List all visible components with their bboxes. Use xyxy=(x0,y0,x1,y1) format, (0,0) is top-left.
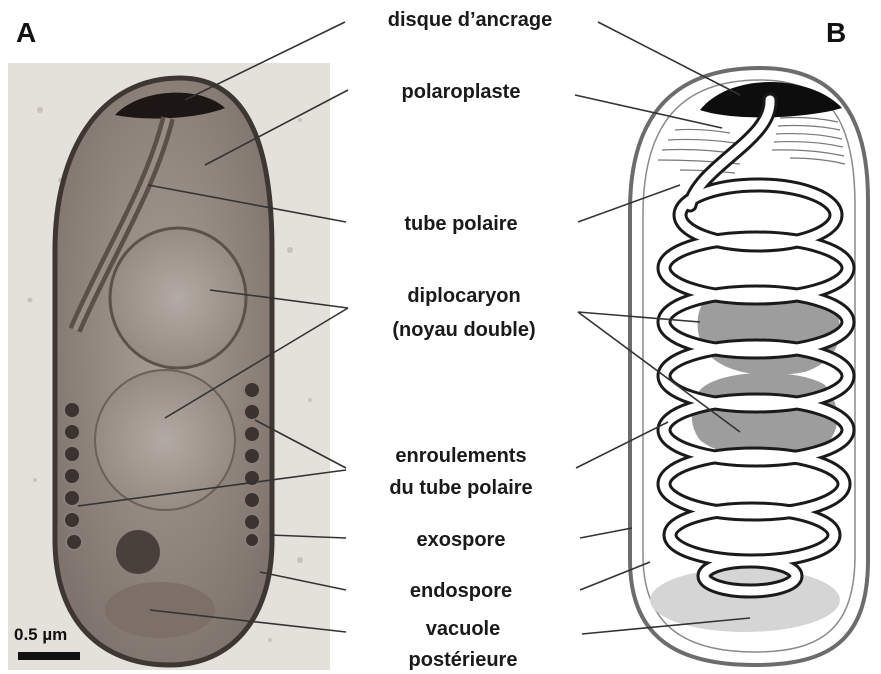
label-exospore: exospore xyxy=(417,529,506,551)
label-polar-tube: tube polaire xyxy=(404,213,517,235)
micrograph-nucleus-upper xyxy=(110,228,246,368)
label-polaroplast: polaroplaste xyxy=(402,81,521,103)
label-vacuole-2: postérieure xyxy=(409,649,518,671)
schematic-panel xyxy=(630,68,868,665)
scale-bar-label: 0.5 µm xyxy=(14,625,67,644)
label-vacuole: vacuole xyxy=(426,618,500,640)
label-endospore: endospore xyxy=(410,580,512,602)
micrograph-nucleus-lower xyxy=(95,370,235,510)
label-coils: enroulements xyxy=(395,445,526,467)
micrograph-panel: 0.5 µm xyxy=(8,63,330,670)
leader-disc-b xyxy=(598,22,740,95)
panel-label-b: B xyxy=(826,17,846,48)
leader-exospore-b xyxy=(580,528,632,538)
labels: disque d’ancrage polaroplaste tube polai… xyxy=(388,9,553,671)
label-diplokaryon-note: (noyau double) xyxy=(392,319,535,341)
label-diplokaryon: diplocaryon xyxy=(407,285,520,307)
scale-bar xyxy=(18,652,80,660)
label-coils-2: du tube polaire xyxy=(389,477,532,499)
panel-label-a: A xyxy=(16,17,36,48)
schematic-posterior-vacuole xyxy=(650,568,840,632)
label-anchoring-disc: disque d’ancrage xyxy=(388,9,553,31)
micrograph-dense-body xyxy=(116,530,160,574)
micrograph-posterior-vacuole xyxy=(105,582,215,638)
